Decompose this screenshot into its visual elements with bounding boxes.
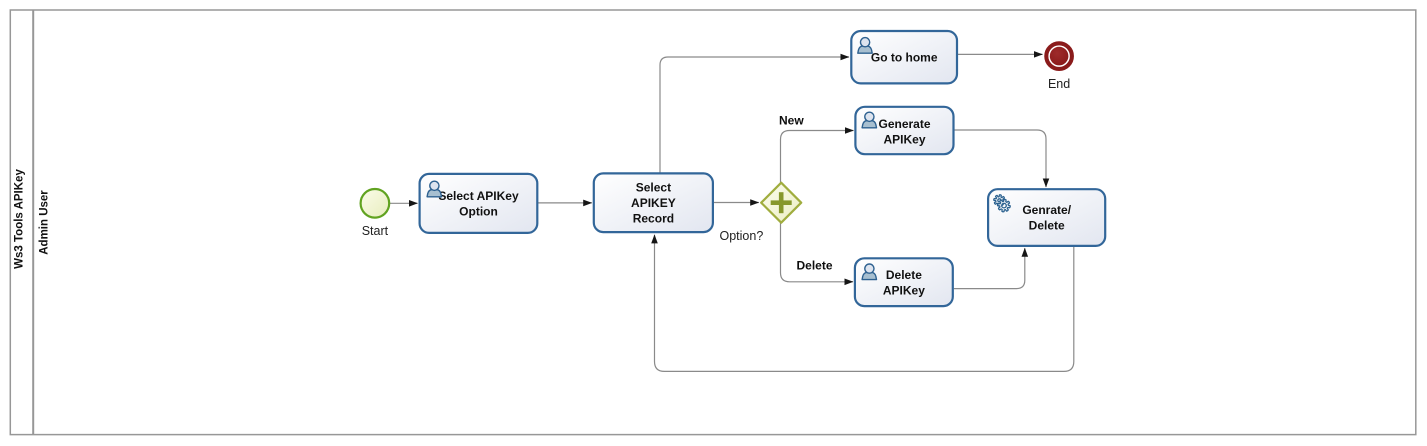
svg-text:Record: Record <box>633 212 674 226</box>
svg-text:Ws3 Tools APIKey: Ws3 Tools APIKey <box>14 169 26 269</box>
svg-text:Delete: Delete <box>1029 219 1065 233</box>
svg-text:Option: Option <box>459 204 498 218</box>
svg-text:Generate: Generate <box>878 117 930 131</box>
svg-text:Select APIKey: Select APIKey <box>438 189 519 203</box>
svg-text:APIKEY: APIKEY <box>631 196 676 210</box>
svg-text:New: New <box>779 114 804 128</box>
svg-text:Select: Select <box>636 181 671 195</box>
svg-text:Delete: Delete <box>886 268 922 282</box>
svg-text:Option?: Option? <box>720 229 764 243</box>
svg-text:Go to home: Go to home <box>871 51 938 65</box>
svg-text:End: End <box>1048 77 1070 91</box>
svg-text:Start: Start <box>362 224 389 238</box>
svg-text:APIKey: APIKey <box>883 132 925 146</box>
svg-text:Genrate/: Genrate/ <box>1022 203 1071 217</box>
svg-text:Admin User: Admin User <box>39 190 51 255</box>
svg-text:Delete: Delete <box>797 259 833 273</box>
svg-text:APIKey: APIKey <box>883 283 925 297</box>
